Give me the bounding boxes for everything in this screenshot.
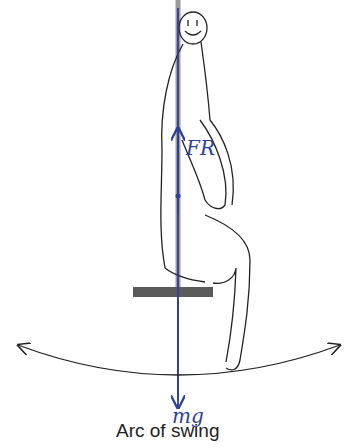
- swing-arc: [18, 345, 340, 375]
- center-point: [176, 194, 181, 199]
- person-sketch: [161, 12, 250, 370]
- weight-arrow: [177, 300, 179, 408]
- tension-arrow: [177, 128, 179, 215]
- swing-seat: [133, 287, 213, 297]
- force-label: FR: [186, 136, 215, 160]
- caption-label: Arc of swing: [116, 420, 219, 442]
